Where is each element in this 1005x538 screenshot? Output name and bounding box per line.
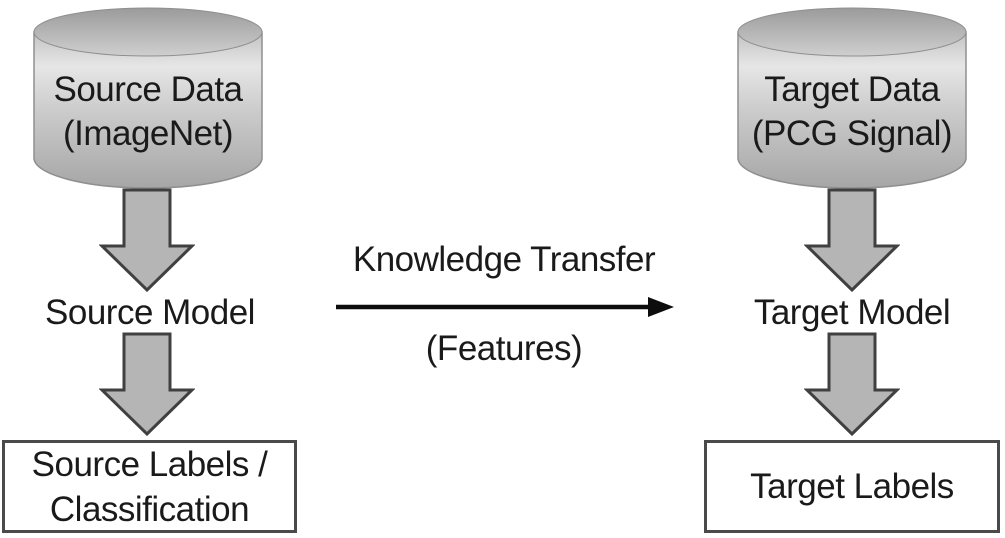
target-model-label: Target Model <box>753 293 951 332</box>
database-cylinder-icon <box>737 7 967 189</box>
knowledge-transfer-label: Knowledge Transfer <box>352 240 656 279</box>
target-labels-box: Target Labels <box>704 440 1000 533</box>
target-data-label: Target Data (PCG Signal) <box>737 68 967 156</box>
target-labels-box-line1: Target Labels <box>750 467 954 506</box>
down-arrow-icon <box>99 332 195 436</box>
source-data-label-line2: (ImageNet) <box>62 114 234 153</box>
source-data-label: Source Data (ImageNet) <box>33 68 263 156</box>
source-labels-box-line1: Source Labels / <box>31 444 268 484</box>
features-label: (Features) <box>425 329 583 368</box>
down-arrow-icon <box>804 332 900 436</box>
down-arrow-icon <box>99 188 195 292</box>
source-data-store: Source Data (ImageNet) <box>33 6 263 190</box>
source-labels-box: Source Labels / Classification <box>2 440 297 533</box>
database-cylinder-icon <box>33 7 263 189</box>
target-data-label-line2: (PCG Signal) <box>751 114 953 153</box>
target-data-store: Target Data (PCG Signal) <box>737 6 967 190</box>
source-model-label: Source Model <box>45 293 255 332</box>
down-arrow-icon <box>804 188 900 292</box>
knowledge-transfer-arrow-icon <box>336 297 674 317</box>
target-data-label-line1: Target Data <box>764 70 940 109</box>
source-data-label-line1: Source Data <box>53 70 243 109</box>
source-labels-box-line2: Classification <box>49 489 250 529</box>
